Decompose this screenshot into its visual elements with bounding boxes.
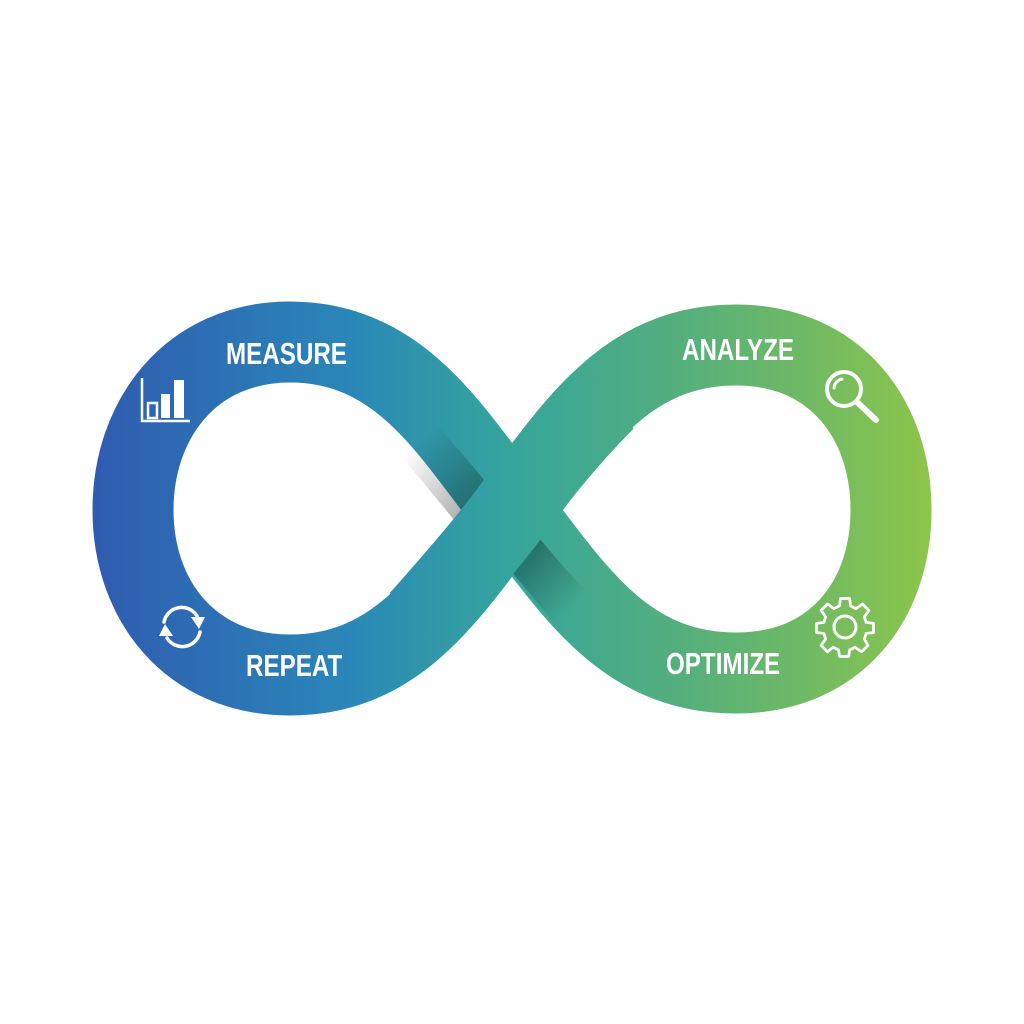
repeat-label: REPEAT [246, 648, 343, 683]
gear-icon [815, 597, 875, 658]
measure-label: MEASURE [226, 336, 347, 371]
optimize-label: OPTIMIZE [666, 646, 781, 681]
bar-chart-icon [140, 378, 190, 423]
analyze-label: ANALYZE [682, 332, 794, 367]
magnifier-icon [825, 370, 879, 423]
refresh-cycle-icon [159, 605, 205, 649]
